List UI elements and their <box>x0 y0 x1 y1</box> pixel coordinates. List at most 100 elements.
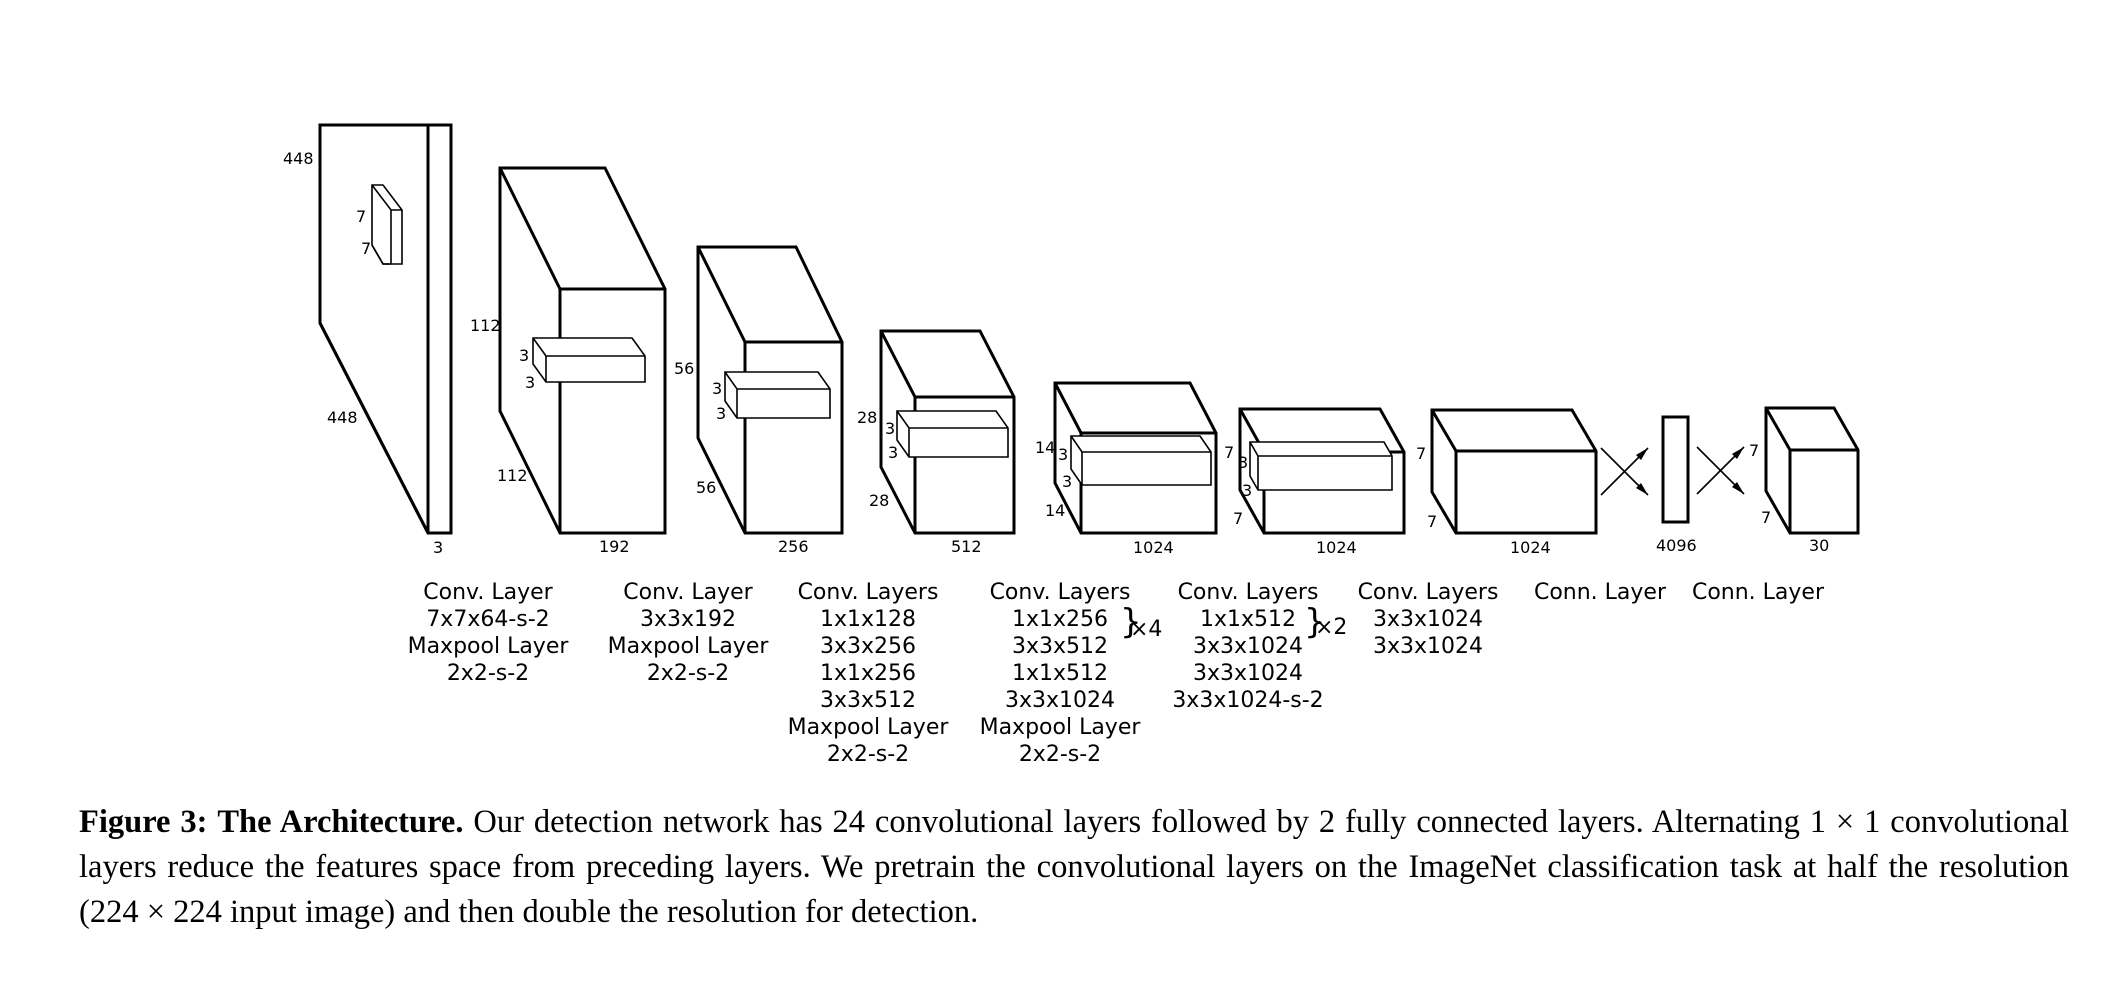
dim-448-side: 448 <box>327 408 358 427</box>
layer-line: 3x3x512 <box>1012 634 1108 659</box>
layer-label-7: Conn. Layer <box>1534 580 1667 605</box>
layer-line: 2x2-s-2 <box>1019 742 1101 767</box>
repeat-count: ×4 <box>1130 617 1162 642</box>
dim-3a: 3 <box>1058 445 1068 464</box>
layer-line: 1x1x256 <box>1012 607 1108 632</box>
dim-14-side: 14 <box>1045 501 1065 520</box>
layer-line: Conv. Layers <box>1358 580 1499 605</box>
layer-line: 3x3x1024 <box>1005 688 1115 713</box>
dim-3b: 3 <box>716 404 726 423</box>
kernel-3x3 <box>896 410 1009 458</box>
volume-7a: 7 7 1024 3 3 <box>1224 407 1406 557</box>
dim-1024: 1024 <box>1316 538 1357 557</box>
kernel-3x3 <box>1070 435 1212 486</box>
output-volume: 7 7 30 <box>1749 406 1860 555</box>
layer-line: Conv. Layer <box>423 580 553 605</box>
layer-line: 3x3x1024 <box>1373 607 1483 632</box>
dim-28-side: 28 <box>869 491 889 510</box>
kernel-3x3 <box>724 371 831 419</box>
layer-line: 2x2-s-2 <box>827 742 909 767</box>
layer-line: 3x3x1024 <box>1193 634 1303 659</box>
dim-3: 3 <box>433 538 443 557</box>
layer-label-3: Conv. Layers 1x1x128 3x3x256 1x1x256 3x3… <box>788 580 950 767</box>
brace: } <box>1304 602 1326 642</box>
volume-14: 14 14 1024 3 3 <box>1035 381 1218 557</box>
dim-3a: 3 <box>712 379 722 398</box>
dim-7-side: 7 <box>1233 509 1243 528</box>
dim-3a: 3 <box>519 346 529 365</box>
layer-line: Conv. Layers <box>798 580 939 605</box>
repeat-count: ×2 <box>1315 615 1347 640</box>
dim-1024: 1024 <box>1510 538 1551 557</box>
layer-label-2: Conv. Layer 3x3x192 Maxpool Layer 2x2-s-… <box>608 580 770 686</box>
layer-label-5: Conv. Layers 1x1x512 3x3x1024 3x3x1024 3… <box>1172 580 1347 713</box>
dim-256: 256 <box>778 537 809 556</box>
dim-448-top: 448 <box>283 149 314 168</box>
layer-line: 7x7x64-s-2 <box>426 607 549 632</box>
layer-line: 1x1x512 <box>1012 661 1108 686</box>
dim-7-left: 7 <box>1224 443 1234 462</box>
dim-28-left: 28 <box>857 408 877 427</box>
dim-7a: 7 <box>356 207 366 226</box>
layer-label-8: Conn. Layer <box>1692 580 1825 605</box>
kernel-3x3 <box>532 337 646 383</box>
full-connection-arrows <box>1696 446 1745 495</box>
layer-line: Maxpool Layer <box>408 634 570 659</box>
layer-label-4: Conv. Layers 1x1x256 3x3x512 1x1x512 3x3… <box>980 580 1163 767</box>
layer-line: Conn. Layer <box>1534 580 1667 605</box>
figure-title: The Architecture. <box>217 804 464 840</box>
layer-line: Maxpool Layer <box>980 715 1142 740</box>
volume-112: 112 112 192 3 3 <box>470 166 667 556</box>
dim-3a: 3 <box>1238 453 1248 472</box>
layer-line: Conv. Layers <box>1178 580 1319 605</box>
input-volume: 448 448 3 7 7 <box>283 123 453 557</box>
dim-192: 192 <box>599 537 630 556</box>
layer-line: Conv. Layer <box>623 580 753 605</box>
dim-56-left: 56 <box>674 359 694 378</box>
dim-7b: 7 <box>1761 508 1771 527</box>
layer-line: 2x2-s-2 <box>647 661 729 686</box>
dim-56-side: 56 <box>696 478 716 497</box>
dim-30: 30 <box>1809 536 1829 555</box>
dim-7-side: 7 <box>1427 512 1437 531</box>
layer-line: 3x3x512 <box>820 688 916 713</box>
volume-7b: 7 7 1024 <box>1416 408 1598 557</box>
dim-7a: 7 <box>1749 441 1759 460</box>
figure-caption: Figure 3: The Architecture. Our detectio… <box>79 800 2069 935</box>
dim-112-side: 112 <box>497 466 528 485</box>
layer-line: Maxpool Layer <box>608 634 770 659</box>
layer-line: Conv. Layers <box>990 580 1131 605</box>
layer-label-1: Conv. Layer 7x7x64-s-2 Maxpool Layer 2x2… <box>408 580 570 686</box>
fc-vector: 4096 <box>1656 415 1697 555</box>
full-connection-arrows <box>1600 447 1649 496</box>
dim-7-left: 7 <box>1416 444 1426 463</box>
layer-line: 1x1x256 <box>820 661 916 686</box>
volume-56: 56 56 256 3 3 <box>674 245 844 556</box>
layer-line: Conn. Layer <box>1692 580 1825 605</box>
dim-3b: 3 <box>525 373 535 392</box>
dim-4096: 4096 <box>1656 536 1697 555</box>
figure-label: Figure 3: <box>79 804 208 840</box>
layer-line: 2x2-s-2 <box>447 661 529 686</box>
layer-line: 3x3x1024 <box>1193 661 1303 686</box>
layer-label-6: Conv. Layers 3x3x1024 3x3x1024 <box>1358 580 1499 659</box>
dim-3b: 3 <box>1062 472 1072 491</box>
layer-line: 1x1x128 <box>820 607 916 632</box>
dim-3b: 3 <box>1242 481 1252 500</box>
brace: } <box>1120 602 1142 642</box>
dim-3b: 3 <box>888 443 898 462</box>
dim-1024: 1024 <box>1133 538 1174 557</box>
layer-line: 3x3x1024 <box>1373 634 1483 659</box>
layer-line: 1x1x512 <box>1200 607 1296 632</box>
kernel-3x3 <box>1249 441 1393 491</box>
kernel-7x7 <box>371 184 403 265</box>
layer-line: Maxpool Layer <box>788 715 950 740</box>
dim-3a: 3 <box>885 419 895 438</box>
volume-28: 28 28 512 3 3 <box>857 329 1016 556</box>
dim-7b: 7 <box>361 239 371 258</box>
layer-line: 3x3x256 <box>820 634 916 659</box>
dim-512: 512 <box>951 537 982 556</box>
layer-line: 3x3x1024-s-2 <box>1172 688 1323 713</box>
